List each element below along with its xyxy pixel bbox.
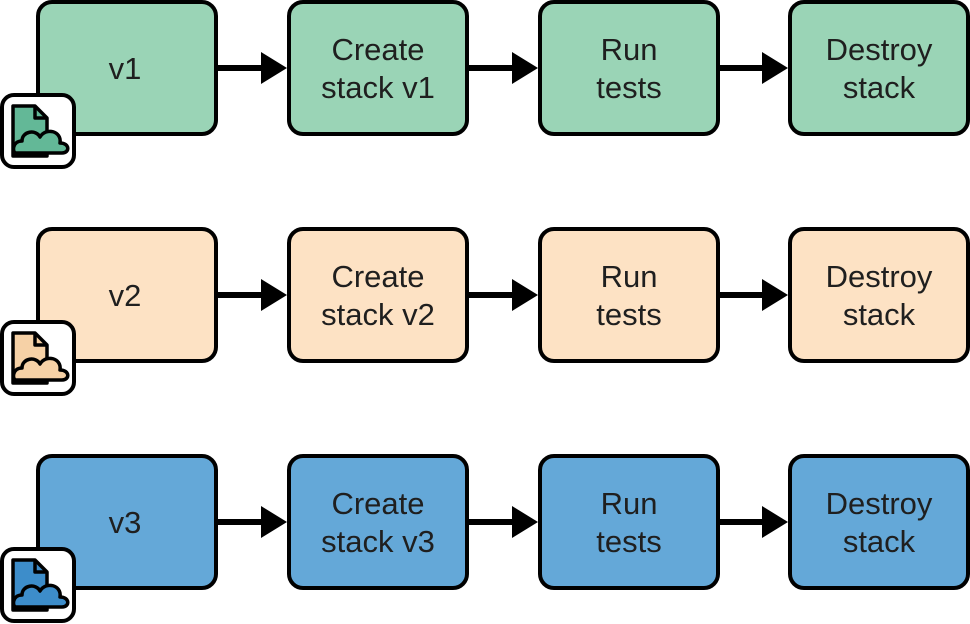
step-label-line-2: tests (596, 70, 661, 105)
step-box-shape (287, 0, 469, 136)
step-label-line-1: Destroy (826, 486, 933, 521)
arrow-head-icon (512, 506, 538, 538)
step-label-line-2: stack v1 (321, 70, 435, 105)
stack-definition-file-cloud-icon (0, 320, 76, 396)
step-label-line-1: Create (331, 486, 424, 521)
arrow-head-icon (512, 52, 538, 84)
step-label-line-1: Run (601, 259, 658, 294)
version-box: v1 (36, 0, 218, 136)
arrow-head-icon (762, 506, 788, 538)
step-box-shape (538, 454, 720, 590)
step-label-line-2: stack (843, 524, 916, 559)
version-box-shape (36, 454, 218, 590)
step-box-shape (287, 227, 469, 363)
step-label-line-2: tests (596, 297, 661, 332)
step-box-shape (788, 454, 970, 590)
step-box-shape (788, 0, 970, 136)
version-label: v2 (109, 278, 142, 313)
step-label-line-1: Run (601, 486, 658, 521)
arrow-head-icon (512, 279, 538, 311)
stack-definition-file-cloud-icon (0, 93, 76, 169)
step-box-shape (538, 227, 720, 363)
arrow-head-icon (762, 279, 788, 311)
arrow-head-icon (261, 279, 287, 311)
arrow-head-icon (261, 506, 287, 538)
step-label-line-2: stack (843, 70, 916, 105)
step-label-line-1: Destroy (826, 259, 933, 294)
step-label-line-1: Destroy (826, 32, 933, 67)
step-box-shape (538, 0, 720, 136)
step-box-shape (788, 227, 970, 363)
step-label-line-2: stack v2 (321, 297, 435, 332)
step-label-line-2: stack (843, 297, 916, 332)
version-box: v3 (36, 454, 218, 590)
arrow-head-icon (261, 52, 287, 84)
arrow-head-icon (762, 52, 788, 84)
stack-definition-file-cloud-icon (0, 547, 76, 623)
step-label-line-2: stack v3 (321, 524, 435, 559)
version-box: v2 (36, 227, 218, 363)
step-label-line-1: Run (601, 32, 658, 67)
step-box-shape (287, 454, 469, 590)
step-label-line-1: Create (331, 259, 424, 294)
version-box-shape (36, 0, 218, 136)
version-label: v3 (109, 505, 142, 540)
step-label-line-1: Create (331, 32, 424, 67)
version-box-shape (36, 227, 218, 363)
version-label: v1 (109, 51, 142, 86)
step-label-line-2: tests (596, 524, 661, 559)
